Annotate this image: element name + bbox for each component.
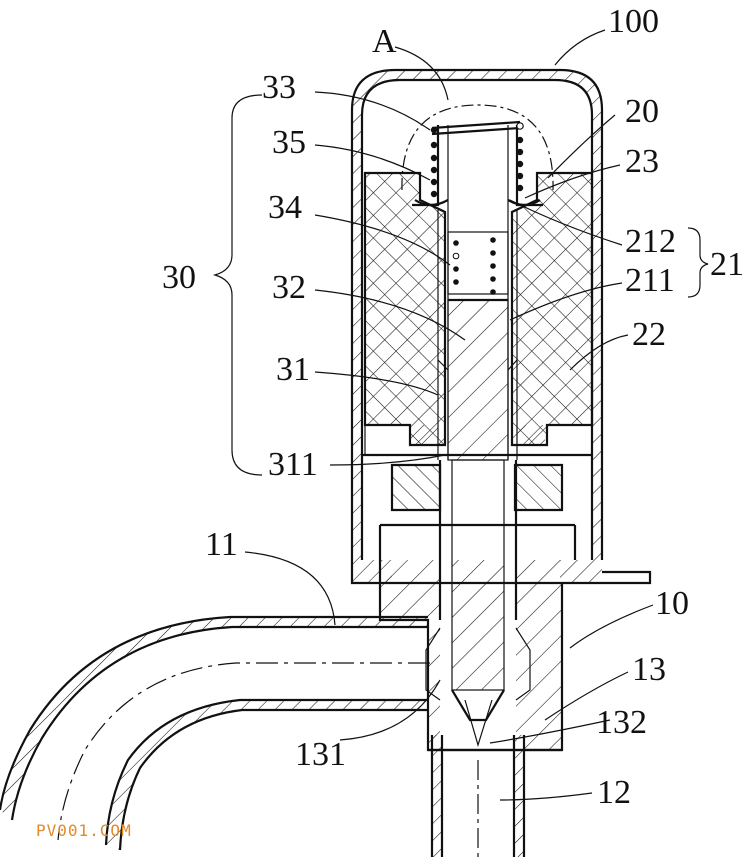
label-131: 131 bbox=[295, 736, 346, 773]
label-34: 34 bbox=[268, 189, 302, 226]
leader-11 bbox=[244, 551, 336, 626]
leader-311 bbox=[329, 454, 446, 466]
leader-211 bbox=[509, 282, 623, 321]
leader-a bbox=[394, 46, 449, 101]
leader-10 bbox=[569, 604, 654, 649]
label-30: 30 bbox=[162, 259, 196, 296]
top-spring-33 bbox=[414, 120, 541, 207]
label-33: 33 bbox=[262, 69, 296, 106]
label-20: 20 bbox=[625, 93, 659, 130]
label-212: 212 bbox=[625, 223, 676, 260]
label-132: 132 bbox=[596, 704, 647, 741]
label-12: 12 bbox=[597, 774, 631, 811]
lower-fitting-311 bbox=[378, 463, 577, 560]
label-211: 211 bbox=[625, 262, 675, 299]
valve-body-13 bbox=[378, 459, 564, 755]
label-11: 11 bbox=[205, 526, 238, 563]
plunger-32 bbox=[410, 298, 545, 461]
leader-212 bbox=[509, 199, 623, 246]
leader-13 bbox=[544, 671, 629, 721]
leader-23 bbox=[524, 164, 621, 199]
label-23: 23 bbox=[625, 143, 659, 180]
label-35: 35 bbox=[272, 124, 306, 161]
leader-31 bbox=[314, 371, 439, 396]
outlet-tube-12 bbox=[430, 735, 526, 857]
leader-100 bbox=[554, 29, 606, 66]
label-a: A bbox=[372, 23, 397, 60]
label-13: 13 bbox=[632, 651, 666, 688]
brace-21 bbox=[687, 227, 709, 298]
label-100: 100 bbox=[608, 3, 659, 40]
brace-30 bbox=[212, 94, 263, 476]
label-31: 31 bbox=[276, 351, 310, 388]
reference-labels: 100 A 33 20 35 23 34 212 21 30 211 32 22… bbox=[162, 3, 744, 811]
leader-20 bbox=[547, 114, 616, 179]
watermark: PV001.COM bbox=[36, 821, 132, 840]
inlet-pipe-11 bbox=[0, 615, 430, 851]
inner-spring-34 bbox=[447, 231, 509, 295]
leader-132 bbox=[489, 719, 611, 744]
label-22: 22 bbox=[632, 316, 666, 353]
detail-circle-a bbox=[401, 104, 554, 191]
leader-32 bbox=[314, 289, 466, 341]
leader-22 bbox=[569, 334, 629, 371]
leader-35 bbox=[314, 144, 431, 181]
leader-131 bbox=[339, 679, 441, 741]
label-311: 311 bbox=[268, 446, 318, 483]
leader-lines bbox=[212, 29, 709, 801]
leader-12 bbox=[499, 792, 593, 801]
label-21: 21 bbox=[710, 246, 744, 283]
label-32: 32 bbox=[272, 269, 306, 306]
leader-34 bbox=[314, 214, 451, 266]
leader-33 bbox=[314, 91, 431, 131]
label-10: 10 bbox=[655, 585, 689, 622]
